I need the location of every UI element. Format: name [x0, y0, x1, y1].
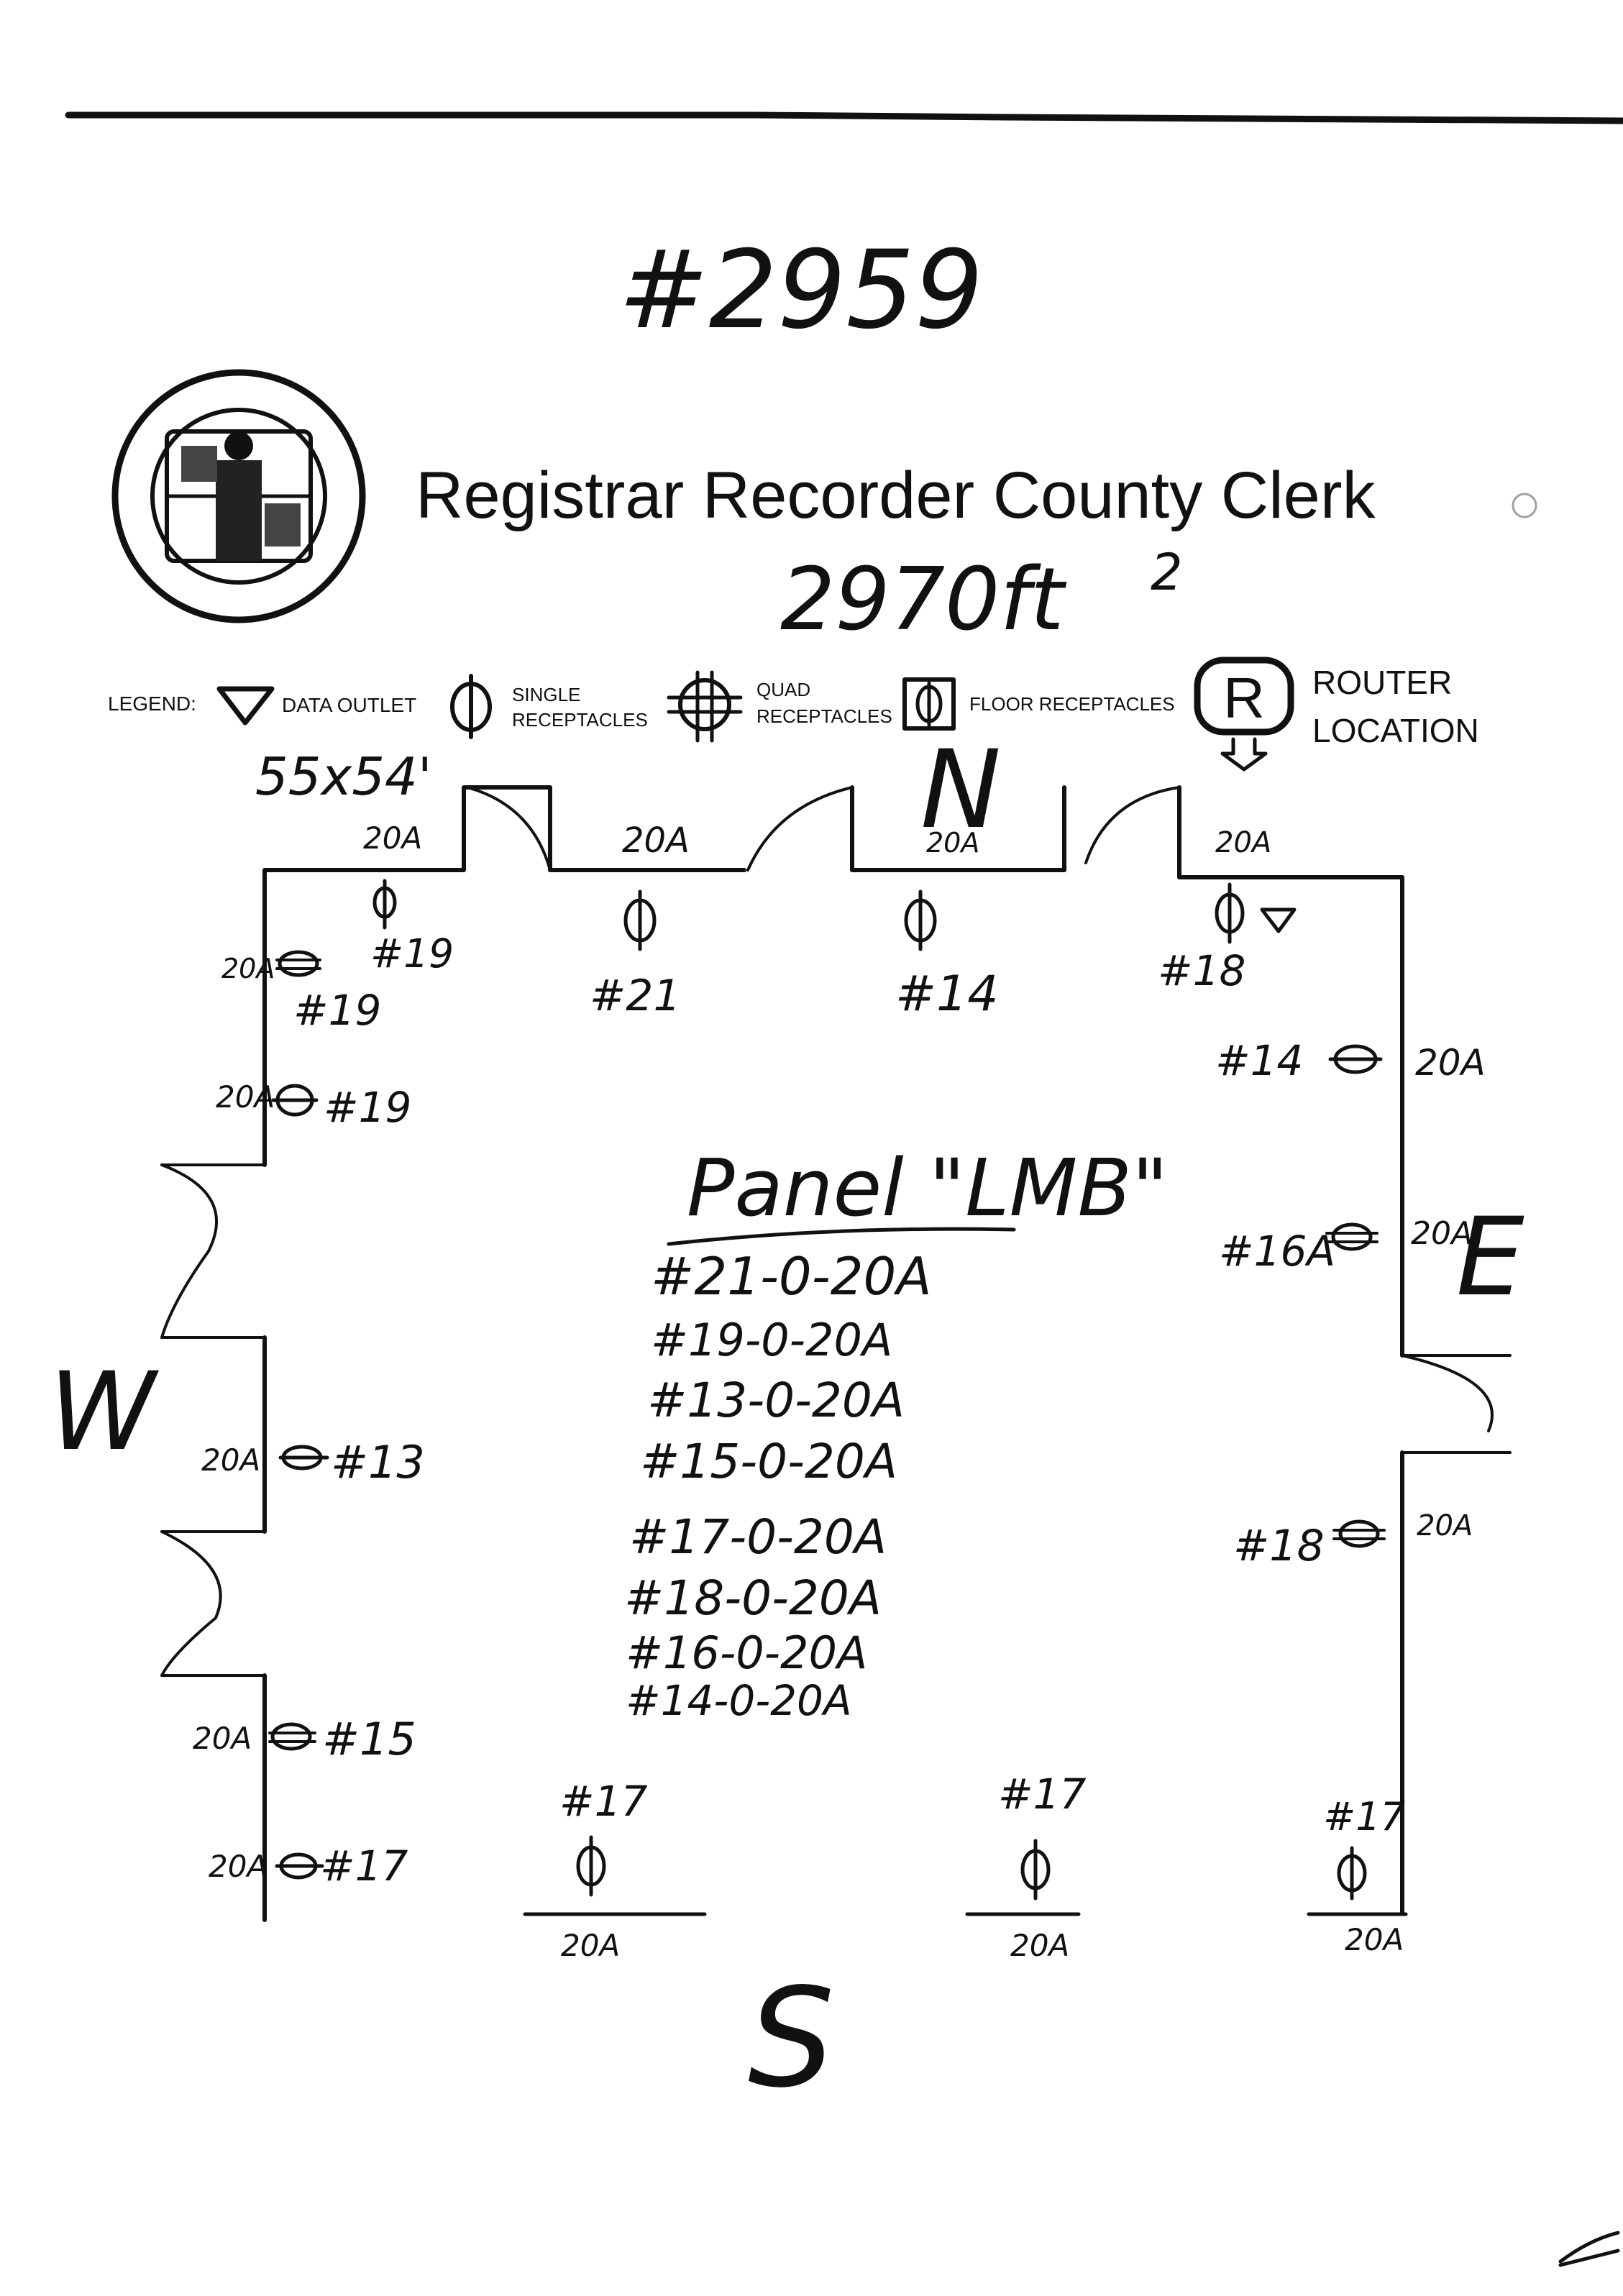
outlet-circuit: #17: [559, 1777, 647, 1826]
outlet-circuit: #18: [1158, 946, 1245, 995]
legend-item-label: FLOOR RECEPTACLES: [969, 693, 1175, 715]
outlet-circuit: #19: [324, 1083, 411, 1132]
panel-circuit: #21-0-20A: [651, 1246, 932, 1307]
legend-item-label: RECEPTACLES: [512, 709, 648, 731]
outlet-amp: 20A: [363, 820, 422, 856]
outlet-amp: 20A: [1411, 1215, 1473, 1252]
quad-receptacle-icon: [667, 670, 743, 743]
county-seal-icon: [111, 369, 366, 623]
outlet: #18 20A: [1233, 1509, 1473, 1571]
outlet-circuit: #18: [1233, 1521, 1325, 1571]
router-symbol: R: [1223, 666, 1265, 730]
single-receptacle-icon: [450, 674, 492, 739]
outlet: #17 20A: [1323, 1794, 1405, 1957]
panel-schedule: Panel "LMB" #21-0-20A #19-0-20A #13-0-20…: [624, 1142, 1169, 1725]
legend-item-label: ROUTER: [1312, 664, 1452, 701]
outlet-amp: 20A: [221, 953, 275, 984]
compass-south: S: [748, 1959, 835, 2118]
seal-ring-text: REGISTRAR RECORDER COUNTY CLERK · COUNTY…: [4, 638, 474, 650]
outlet: 20A #14: [895, 827, 999, 1023]
legend-item-label: DATA OUTLET: [282, 694, 416, 716]
outlet: 20A #17: [209, 1842, 408, 1890]
outlet-amp: 20A: [209, 1849, 268, 1884]
floor-receptacle-icon: [902, 677, 956, 731]
outlet: 20A #19: [221, 950, 381, 1035]
room-dimensions: 55x54': [255, 746, 432, 807]
compass-east: E: [1456, 1195, 1524, 1320]
data-outlet-icon: [216, 686, 275, 726]
outlet: #16A 20A: [1219, 1215, 1473, 1276]
outlet-amp: 20A: [201, 1442, 260, 1478]
outlet-amp: 20A: [1415, 1042, 1486, 1084]
outlet-circuit: #13: [331, 1436, 425, 1488]
panel-circuit: #19-0-20A: [651, 1314, 892, 1366]
outlet: 20A #19: [363, 820, 454, 977]
outlet-circuit: #21: [590, 971, 681, 1021]
door-swings: [160, 786, 1494, 1677]
outlet-amp: 20A: [193, 1721, 252, 1756]
outlet: #17 20A: [559, 1777, 647, 1963]
legend-item-label: RECEPTACLES: [756, 705, 892, 727]
panel-circuit: #15-0-20A: [640, 1434, 897, 1489]
legend-item-label: LOCATION: [1312, 712, 1479, 749]
panel-circuit: #18-0-20A: [624, 1570, 882, 1626]
home-icon: [1512, 493, 1537, 518]
outlet-circuit: #17: [1323, 1794, 1405, 1839]
legend: LEGEND: DATA OUTLET SINGLE RECEPTACLES Q…: [108, 657, 1479, 772]
panel-circuit: #13-0-20A: [647, 1373, 905, 1428]
outlet-amp: 20A: [622, 820, 690, 861]
outlet: #14 20A: [1215, 1036, 1486, 1085]
panel-circuit: #17-0-20A: [629, 1509, 887, 1565]
outlet-circuit: #17: [320, 1842, 408, 1890]
outlet-circuit: #14: [1215, 1036, 1303, 1085]
compass-west: W: [49, 1350, 159, 1475]
area-label: 2970ft: [780, 550, 1067, 650]
outlet-amp: 20A: [1010, 1928, 1069, 1963]
outlet-circuit: #17: [998, 1770, 1086, 1819]
scan-edge: [65, 111, 1623, 124]
doc-number: #2959: [618, 228, 983, 353]
room-walls: [160, 785, 1512, 1922]
outlet-amp: 20A: [216, 1079, 275, 1115]
data-outlet-icon: [1260, 907, 1297, 933]
legend-item-label: QUAD: [756, 679, 810, 700]
outlet-circuit: #16A: [1219, 1227, 1335, 1276]
router-icon: R: [1194, 657, 1294, 772]
outlet-circuit: #14: [895, 966, 999, 1023]
outlet-circuit: #19: [293, 986, 381, 1035]
page-title: Registrar Recorder County Clerk: [416, 459, 1376, 532]
panel-circuit: #14-0-20A: [626, 1676, 852, 1725]
outlet: 20A #13: [201, 1436, 425, 1488]
area-exponent: 2: [1151, 543, 1183, 602]
outlet-circuit: #15: [322, 1713, 416, 1765]
panel-circuit: #16-0-20A: [626, 1627, 867, 1679]
outlet-amp: 20A: [1345, 1922, 1404, 1957]
outlet-amp: 20A: [1417, 1509, 1473, 1542]
panel-title: Panel "LMB": [687, 1142, 1169, 1234]
legend-label: LEGEND:: [108, 692, 196, 715]
outlet: 20A #18: [1158, 826, 1297, 995]
outlet-amp: 20A: [1215, 826, 1271, 859]
corner-mark: [1558, 2231, 1620, 2267]
outlet-circuit: #19: [370, 930, 454, 977]
outlet-amp: 20A: [926, 827, 979, 859]
legend-item-label: SINGLE: [512, 684, 580, 705]
compass-north: N: [920, 728, 1001, 853]
outlet: #17 20A: [998, 1770, 1086, 1963]
outlet: 20A #21: [590, 820, 690, 1021]
outlet: 20A #19: [216, 1079, 411, 1132]
outlet: 20A #15: [193, 1713, 416, 1765]
outlet-amp: 20A: [561, 1928, 620, 1963]
